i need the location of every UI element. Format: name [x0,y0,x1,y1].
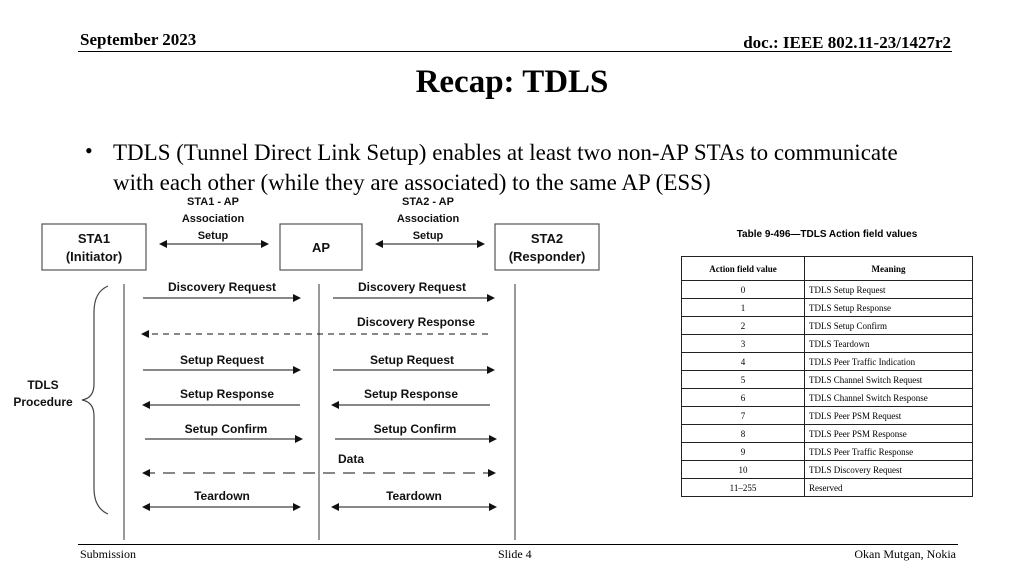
msg-discovery-request-left: Discovery Request [168,280,276,294]
cell-meaning: TDLS Peer PSM Response [804,424,973,443]
footer-slide-number: Slide 4 [498,547,532,561]
msg-teardown-left: Teardown [194,489,250,503]
cell-meaning: TDLS Discovery Request [804,460,973,479]
assoc2-line3: Setup [413,230,444,242]
msg-setup-confirm-left: Setup Confirm [185,422,268,436]
cell-value: 1 [681,298,805,317]
cell-value: 7 [681,406,805,425]
msg-data: Data [338,452,364,466]
ap-box [279,223,363,271]
cell-value: 5 [681,370,805,389]
sta1-box [41,223,147,271]
footer-submission: Submission [80,547,137,561]
cell-value: 0 [681,280,805,299]
table-caption: Table 9-496—TDLS Action field values [736,229,918,240]
cell-meaning: TDLS Peer PSM Request [804,406,973,425]
assoc1-line3: Setup [198,230,229,242]
header-divider [78,51,952,52]
header-doc-id: doc.: IEEE 802.11-23/1427r2 [743,33,951,52]
msg-setup-response-right: Setup Response [364,387,458,401]
msg-setup-response-left: Setup Response [180,387,274,401]
cell-value: 9 [681,442,805,461]
sta1-role: (Initiator) [66,249,122,264]
cell-value: 3 [681,334,805,353]
cell-meaning: TDLS Setup Response [804,298,973,317]
header-date: September 2023 [80,30,197,49]
header-action-field-value: Action field value [681,256,805,281]
cell-meaning: TDLS Setup Request [804,280,973,299]
procedure-label-line2: Procedure [13,395,73,409]
cell-value: 4 [681,352,805,371]
cell-meaning: TDLS Setup Confirm [804,316,973,335]
bullet-marker: • [85,138,93,163]
msg-discovery-request-right: Discovery Request [358,280,466,294]
bullet-text: TDLS (Tunnel Direct Link Setup) enables … [113,140,898,195]
cell-meaning: TDLS Channel Switch Response [804,388,973,407]
msg-setup-confirm-right: Setup Confirm [374,422,457,436]
slide-title: Recap: TDLS [415,64,609,100]
footer-divider [78,544,958,545]
msg-teardown-right: Teardown [386,489,442,503]
msg-discovery-response: Discovery Response [357,315,475,329]
cell-meaning: TDLS Channel Switch Request [804,370,973,389]
procedure-brace [81,285,109,515]
tdls-sequence-diagram: STA1 (Initiator) AP STA2 (Responder) STA… [13,196,600,540]
cell-value: 2 [681,316,805,335]
sta2-role: (Responder) [509,249,586,264]
header-meaning: Meaning [804,256,973,281]
cell-meaning: TDLS Teardown [804,334,973,353]
assoc2-line2: Association [397,213,460,225]
assoc1-line2: Association [182,213,245,225]
sta1-label: STA1 [78,231,110,246]
cell-value: 11–255 [681,478,805,497]
msg-setup-request-left: Setup Request [180,353,264,367]
table-header-row: Action field value Meaning [681,256,973,281]
msg-setup-request-right: Setup Request [370,353,454,367]
sta2-label: STA2 [531,231,563,246]
cell-meaning: TDLS Peer Traffic Response [804,442,973,461]
ap-label: AP [312,240,330,255]
cell-value: 10 [681,460,805,479]
assoc2-line1: STA2 - AP [402,196,454,208]
procedure-label-line1: TDLS [27,378,58,392]
sta2-box [494,223,600,271]
cell-value: 8 [681,424,805,443]
cell-meaning: Reserved [804,478,973,497]
assoc1-line1: STA1 - AP [187,196,239,208]
cell-value: 6 [681,388,805,407]
cell-meaning: TDLS Peer Traffic Indication [804,352,973,371]
footer-author: Okan Mutgan, Nokia [854,547,956,561]
